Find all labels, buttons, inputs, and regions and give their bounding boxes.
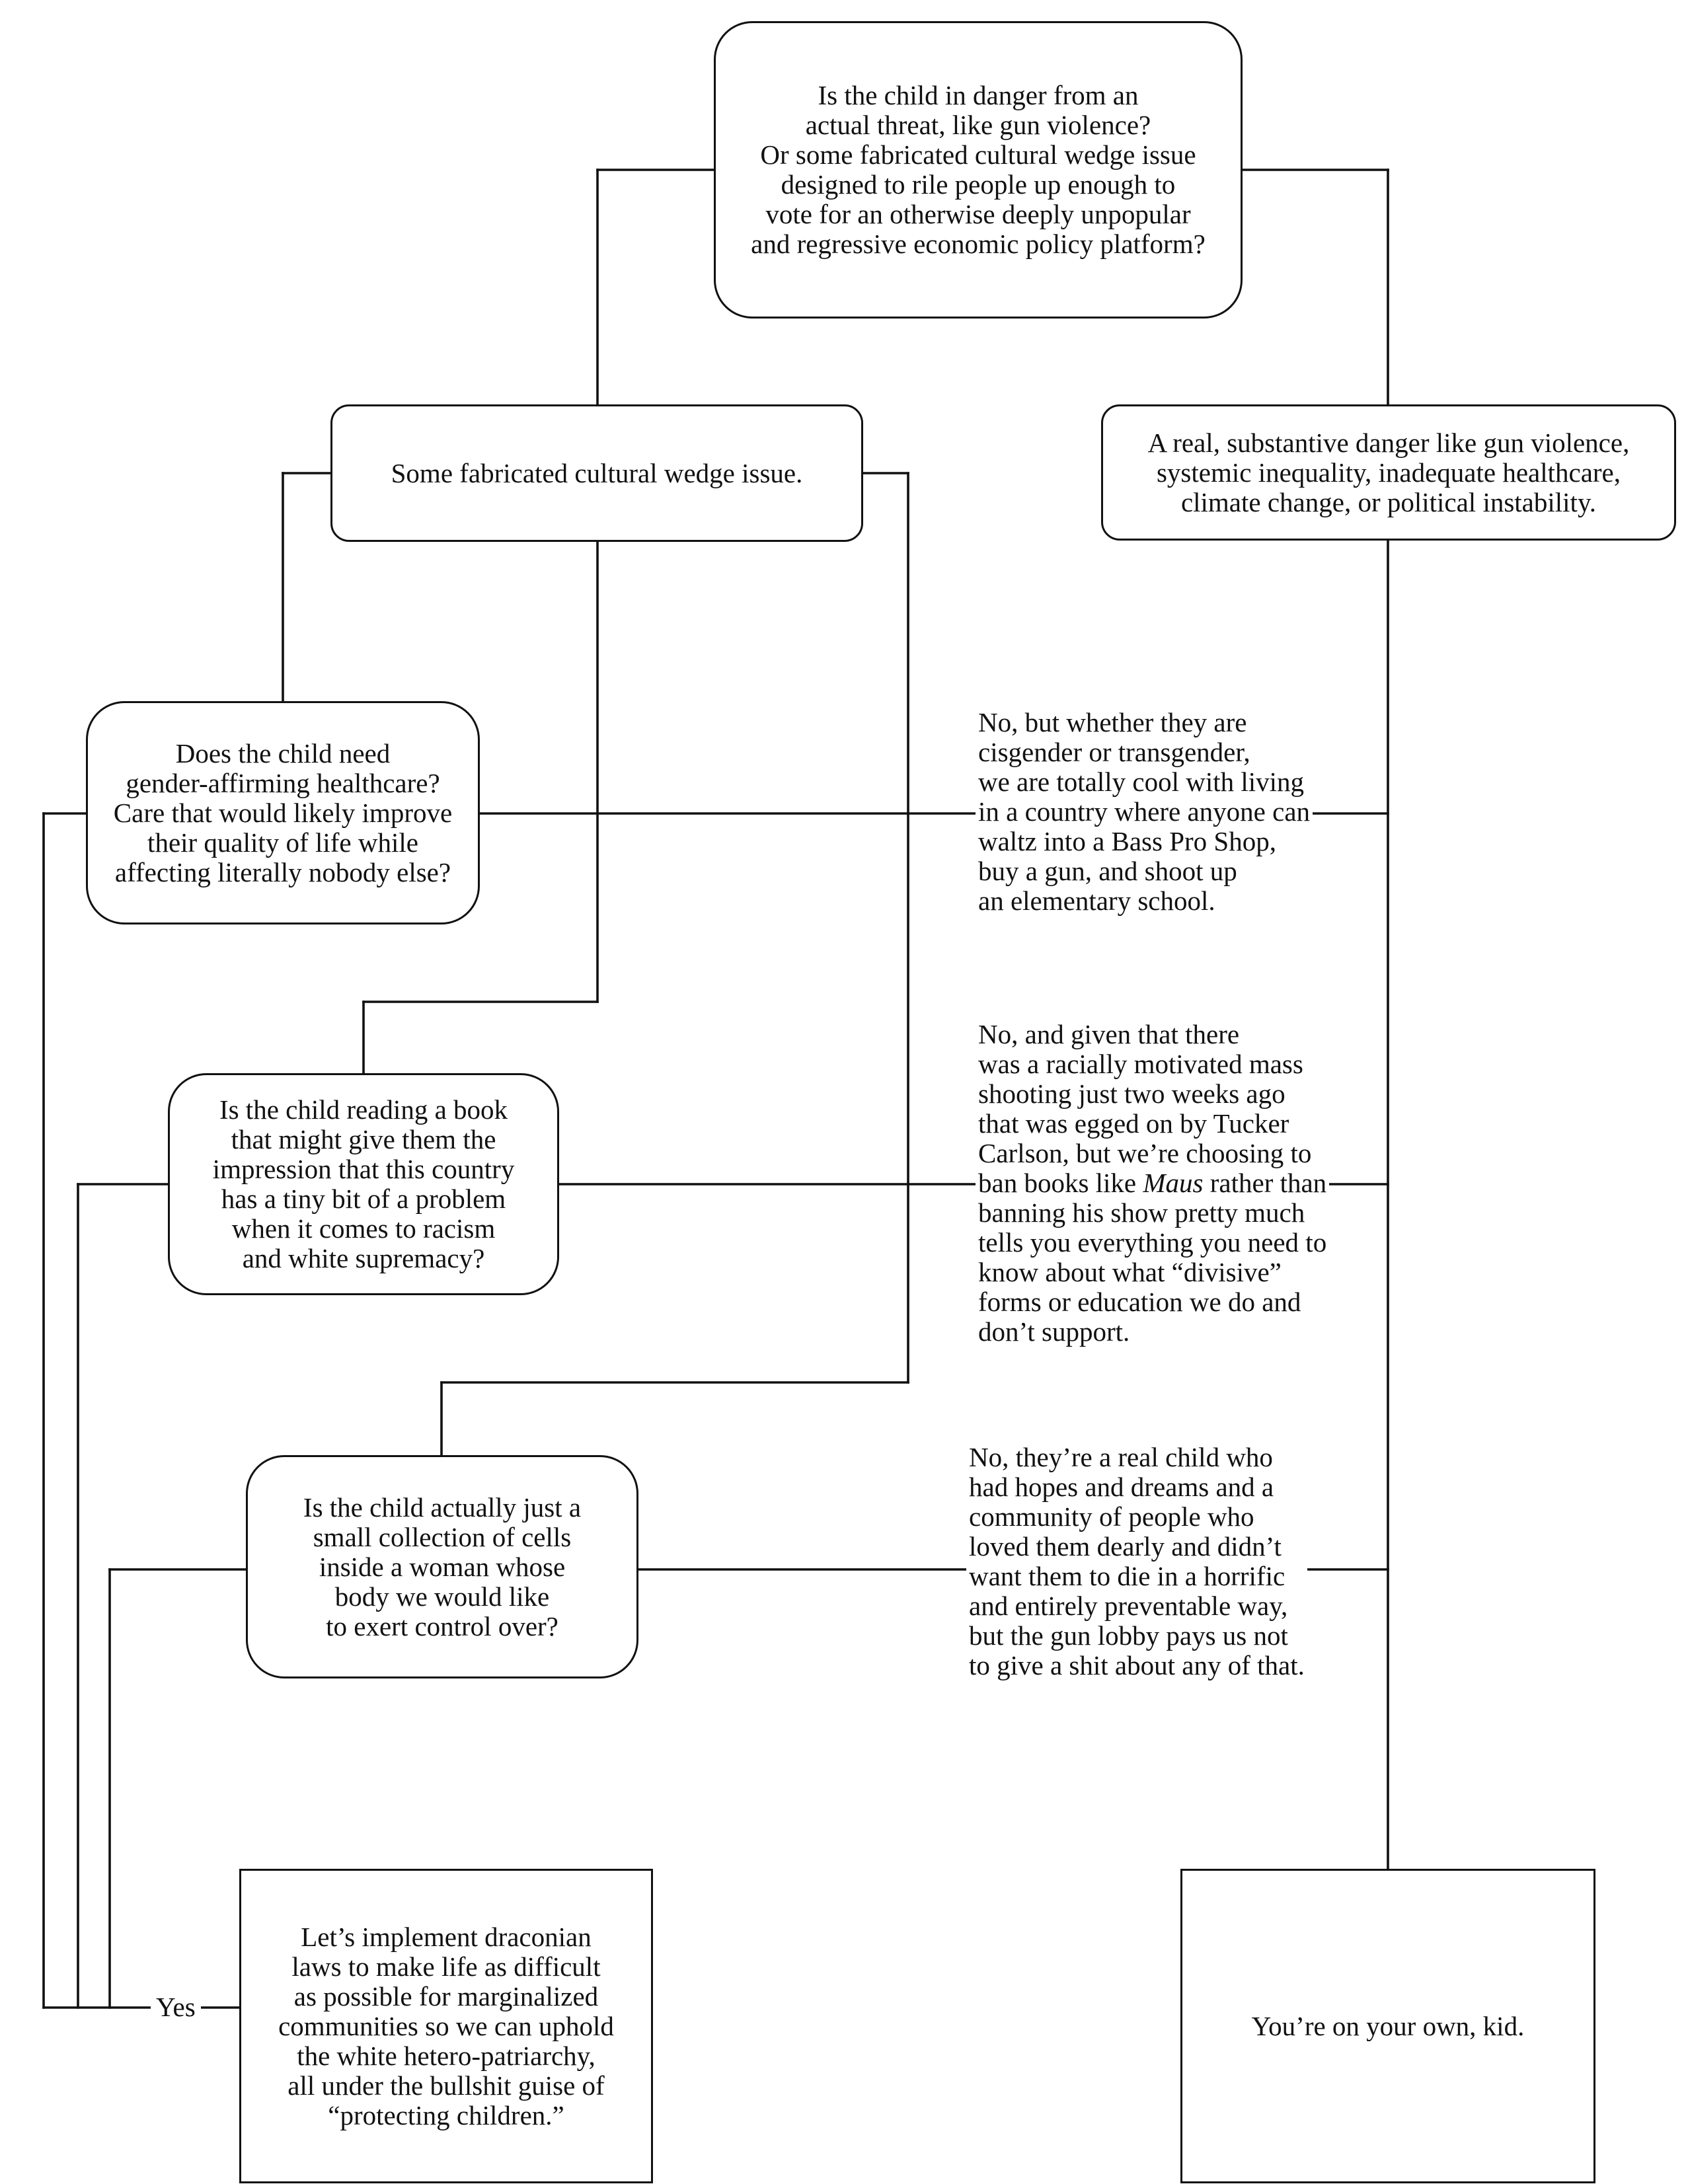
node-root-text: Is the child in danger from an actual th…	[751, 80, 1206, 259]
edge-label-line: an elementary school.	[978, 885, 1215, 916]
edge-label-line: forms or education we do and	[978, 1287, 1301, 1317]
edge-label-line: waltz into a Bass Pro Shop,	[978, 826, 1276, 856]
node-outcome-laws: Let’s implement draconian laws to make l…	[239, 1869, 653, 2183]
edge-label-line: to give a shit about any of that.	[969, 1650, 1305, 1680]
node-root-question: Is the child in danger from an actual th…	[714, 21, 1243, 319]
edge-label-line: was a racially motivated mass	[978, 1049, 1303, 1079]
edge-label-line: No, but whether they are	[978, 707, 1247, 737]
edge-label-line: buy a gun, and shoot up	[978, 856, 1237, 886]
edge-label-yes: Yes	[151, 1992, 201, 2022]
node-gender-text: Does the child need gender-affirming hea…	[113, 737, 453, 887]
edge-label-line: shooting just two weeks ago	[978, 1078, 1285, 1109]
edge-label-line: Carlson, but we’re choosing to	[978, 1138, 1312, 1168]
edge-label-line: in a country where anyone can	[978, 796, 1311, 827]
edge-label-line: but the gun lobby pays us not	[969, 1620, 1288, 1651]
node-book-question: Is the child reading a book that might g…	[168, 1073, 559, 1295]
node-gender-question: Does the child need gender-affirming hea…	[86, 701, 480, 924]
edge-label-line: know about what “divisive”	[978, 1257, 1282, 1287]
edge-label-fragment: ban books like	[978, 1168, 1143, 1198]
edge-label-line: we are totally cool with living	[978, 767, 1305, 797]
node-outcome-own: You’re on your own, kid.	[1180, 1869, 1595, 2183]
edge-label-line: No, and given that there	[978, 1019, 1240, 1049]
edge-label-line: and entirely preventable way,	[969, 1591, 1288, 1621]
book-title-maus: Maus	[1143, 1168, 1204, 1198]
node-cells-question: Is the child actually just a small colle…	[246, 1455, 638, 1678]
edge-label-line: tells you everything you need to	[978, 1227, 1327, 1258]
edge-label-line: ban books like Maus rather than	[978, 1168, 1326, 1198]
edge-label-line: cisgender or transgender,	[978, 737, 1250, 767]
edge-label-no-book: No, and given that there was a racially …	[976, 1019, 1330, 1347]
node-real-danger-text: A real, substantive danger like gun viol…	[1147, 427, 1630, 517]
node-real-danger: A real, substantive danger like gun viol…	[1101, 404, 1676, 541]
edge-label-line: want them to die in a horrific	[969, 1561, 1285, 1591]
edge-label-line: No, they’re a real child who	[969, 1442, 1273, 1472]
edge-label-line: that was egged on by Tucker	[978, 1108, 1289, 1139]
edge-label-line: loved them dearly and didn’t	[969, 1531, 1282, 1562]
edge-label-line: community of people who	[969, 1501, 1254, 1532]
node-cells-text: Is the child actually just a small colle…	[303, 1491, 582, 1641]
node-outcome-laws-text: Let’s implement draconian laws to make l…	[278, 1921, 614, 2130]
edge-label-no-cells: No, they’re a real child who had hopes a…	[966, 1443, 1307, 1680]
edge-label-fragment: rather than	[1203, 1168, 1327, 1198]
edge-label-line: had hopes and dreams and a	[969, 1472, 1274, 1502]
node-wedge-issue: Some fabricated cultural wedge issue.	[330, 404, 863, 542]
node-outcome-own-text: You’re on your own, kid.	[1251, 2010, 1525, 2041]
node-book-text: Is the child reading a book that might g…	[212, 1094, 515, 1273]
edge-label-line: don’t support.	[978, 1316, 1130, 1347]
node-wedge-text: Some fabricated cultural wedge issue.	[391, 457, 803, 488]
edge-label-line: banning his show pretty much	[978, 1197, 1305, 1228]
edge-label-no-gender: No, but whether they are cisgender or tr…	[976, 708, 1313, 916]
